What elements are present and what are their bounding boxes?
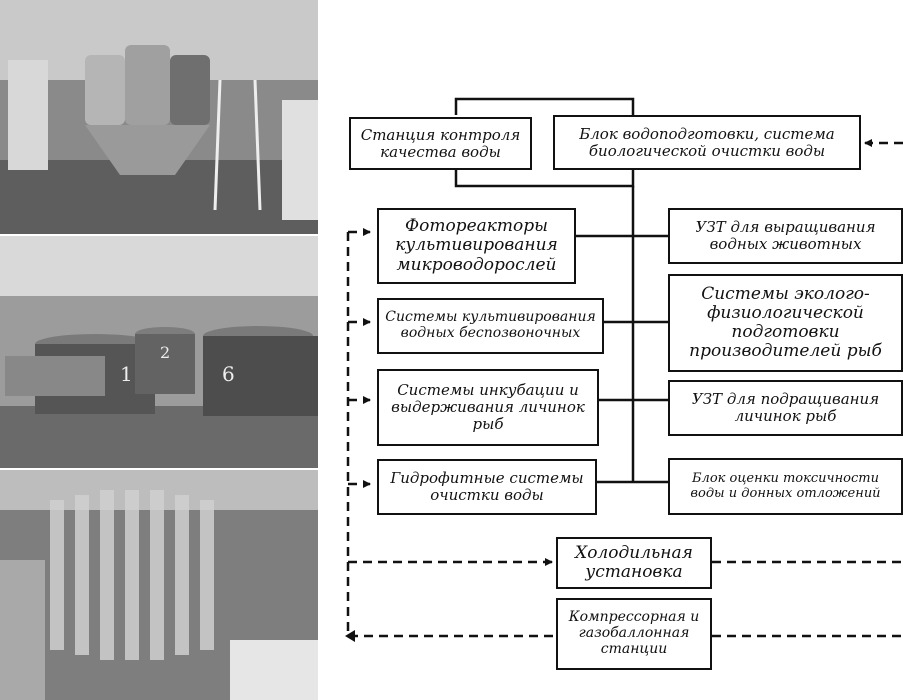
box-uzt-larvae: УЗТ для подращивания личинок рыб: [668, 380, 903, 436]
box-toxicity: Блок оценки токсичности воды и донных от…: [668, 458, 903, 515]
box-invertebrates: Системы культивирования водных беспозвон…: [377, 298, 604, 354]
connector-bottom-bracket: [454, 170, 635, 188]
box-water-prep: Блок водоподготовки, система биологическ…: [553, 115, 861, 170]
box-uzt-animals: УЗТ для выращивания водных животных: [668, 208, 903, 264]
box-hydrophyte: Гидрофитные системы очистки воды: [377, 459, 597, 515]
box-incubation: Системы инкубации и выдерживания личинок…: [377, 369, 599, 446]
box-cooling: Холодильная установка: [556, 537, 712, 589]
arrowhead-left: [345, 630, 355, 642]
photo-hatchery: [0, 0, 318, 234]
box-photoreactors: Фотореакторы культивирования микроводоро…: [377, 208, 576, 284]
tank-label-6: 6: [222, 362, 235, 386]
connector-top-bracket: [454, 97, 635, 115]
tank-label-2: 2: [160, 343, 170, 362]
photo-round-tanks: 1 2 6: [0, 236, 318, 468]
box-eco-physio: Системы эколого- физиологической подгото…: [668, 274, 903, 372]
photo-incubation: [0, 470, 318, 700]
tank-label-1: 1: [120, 362, 133, 386]
box-compressor: Компрессорная и газобаллонная станции: [556, 598, 712, 670]
box-station-quality: Станция контроля качества воды: [349, 117, 532, 170]
